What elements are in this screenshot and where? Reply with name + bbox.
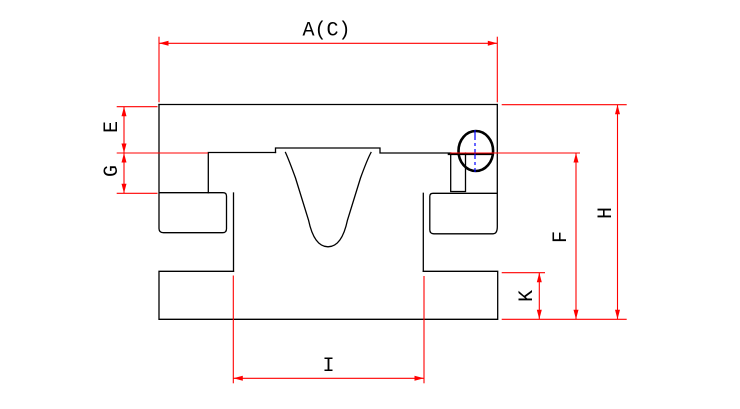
- dimension-k: K: [501, 272, 545, 320]
- arrowhead-left: [233, 375, 243, 381]
- arrowhead-right: [487, 40, 498, 46]
- ball-circle: [457, 129, 495, 173]
- dimension-label-e: E: [101, 121, 124, 133]
- base-block: [158, 270, 499, 320]
- dimension-label-a: A(C): [302, 20, 350, 43]
- left-profile: [158, 103, 228, 234]
- right-profile: [429, 103, 498, 235]
- arrowhead-left: [159, 40, 169, 46]
- arrowhead-right: [414, 375, 424, 381]
- arrowhead-up: [121, 106, 127, 117]
- dimension-label-f: F: [550, 231, 573, 243]
- arrowhead-up: [121, 153, 127, 163]
- arrowhead-down: [121, 183, 127, 194]
- dimension-label-i: I: [322, 355, 334, 378]
- arrowhead-down: [573, 309, 579, 320]
- arrowhead-up: [573, 153, 579, 163]
- v-groove: [284, 151, 372, 248]
- dimension-a: A(C): [158, 20, 498, 103]
- screw-slot: [450, 152, 467, 193]
- arrowhead-down: [121, 143, 127, 153]
- arrowhead-down: [615, 309, 620, 320]
- dimension-h: H: [501, 104, 627, 320]
- dimension-e-g: E G: [101, 106, 208, 194]
- arrowhead-up: [615, 104, 620, 115]
- dimension-i: I: [232, 275, 425, 384]
- arrowhead-up: [536, 272, 542, 283]
- left-recess-edge: [207, 151, 277, 194]
- part-outline: [158, 103, 499, 320]
- retainer-lip-edge: [274, 147, 452, 154]
- dimension-label-h: H: [595, 207, 618, 219]
- dimension-label-k: K: [516, 290, 539, 302]
- dimension-label-g: G: [101, 165, 124, 177]
- dimension-f: F: [450, 152, 580, 320]
- arrowhead-down: [536, 309, 542, 320]
